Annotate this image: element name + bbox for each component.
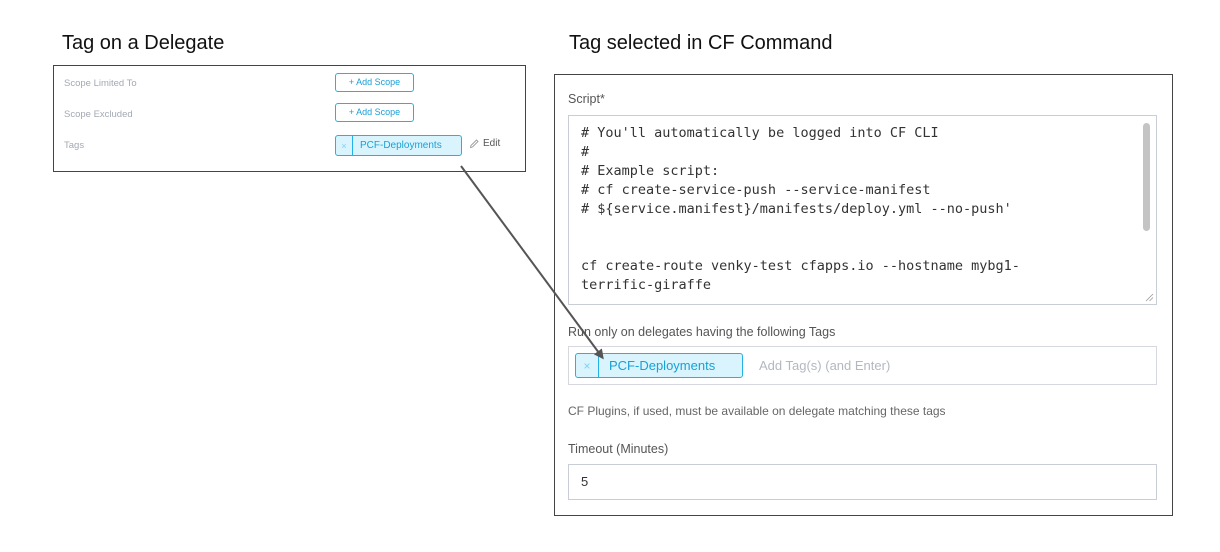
add-scope-limited-button[interactable]: + Add Scope: [335, 73, 414, 92]
edit-tags-button[interactable]: Edit: [469, 138, 500, 149]
timeout-label: Timeout (Minutes): [568, 442, 669, 456]
pencil-icon: [469, 139, 479, 149]
delegate-heading: Tag on a Delegate: [62, 32, 225, 54]
add-scope-excluded-button[interactable]: + Add Scope: [335, 103, 414, 122]
script-scrollbar[interactable]: [1143, 123, 1150, 231]
cf-tag-chip: × PCF-Deployments: [575, 353, 743, 378]
tag-label: PCF-Deployments: [360, 140, 442, 151]
edit-label: Edit: [483, 138, 501, 149]
tag-label: PCF-Deployments: [609, 358, 716, 373]
delegate-tag-chip: × PCF-Deployments: [335, 135, 462, 156]
script-line: #: [581, 144, 590, 160]
script-line: # You'll automatically be logged into CF…: [581, 125, 939, 141]
scope-limited-label: Scope Limited To: [64, 78, 137, 89]
script-line: # ${service.manifest}/manifests/deploy.y…: [581, 201, 1012, 217]
script-line: cf create-route venky-test cfapps.io --h…: [581, 258, 1020, 274]
script-line: [581, 238, 1126, 257]
tags-help-text: CF Plugins, if used, must be available o…: [568, 404, 946, 418]
script-line: # cf create-service-push --service-manif…: [581, 182, 931, 198]
script-content: # You'll automatically be logged into CF…: [581, 124, 1126, 295]
script-textarea[interactable]: # You'll automatically be logged into CF…: [568, 115, 1157, 305]
close-icon[interactable]: ×: [576, 354, 599, 377]
script-line: # Example script:: [581, 163, 720, 179]
resize-handle-icon[interactable]: [1145, 293, 1154, 302]
delegate-tags-field[interactable]: × PCF-Deployments: [568, 346, 1157, 385]
script-line: terrific-giraffe: [581, 277, 712, 293]
delegate-panel: Scope Limited To + Add Scope Scope Exclu…: [53, 65, 526, 172]
close-icon[interactable]: ×: [336, 136, 353, 155]
cf-command-panel: Script* # You'll automatically be logged…: [554, 74, 1173, 516]
add-tag-input[interactable]: [759, 353, 1139, 378]
timeout-input[interactable]: 5: [568, 464, 1157, 500]
delegate-tags-label: Run only on delegates having the followi…: [568, 325, 836, 339]
scope-excluded-label: Scope Excluded: [64, 109, 133, 120]
script-label: Script*: [568, 92, 605, 106]
script-line: [581, 219, 1126, 238]
cf-command-heading: Tag selected in CF Command: [569, 32, 833, 54]
tags-label: Tags: [64, 140, 85, 151]
